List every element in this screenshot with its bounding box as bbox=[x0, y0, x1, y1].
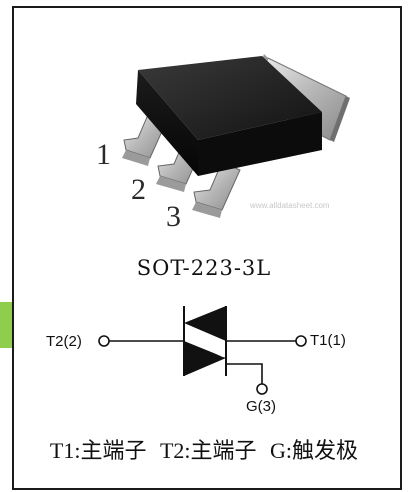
triangle-lower bbox=[184, 341, 226, 376]
t1-label: T1(1) bbox=[310, 332, 346, 349]
watermark: www.alldatasheet.com bbox=[249, 201, 330, 210]
package-body bbox=[136, 56, 322, 176]
legend-t1: T1:主端子 bbox=[49, 438, 147, 463]
package-illustration: www.alldatasheet.com bbox=[122, 54, 350, 218]
triangle-upper bbox=[184, 306, 226, 341]
package-name: SOT-223-3L bbox=[136, 256, 272, 280]
terminal-legend: T1:主端子 T2:主端子 G:触发极 bbox=[0, 433, 408, 465]
pin-1-label: 1 bbox=[96, 138, 111, 171]
legend-t2: T2:主端子 bbox=[159, 438, 257, 463]
triac-symbol bbox=[98, 306, 307, 395]
t2-terminal bbox=[98, 335, 110, 347]
figure-frame bbox=[12, 6, 402, 490]
gate-wire bbox=[226, 363, 263, 384]
side-accent-tab bbox=[0, 302, 12, 348]
t1-terminal bbox=[295, 335, 307, 347]
pin-3-label: 3 bbox=[166, 200, 181, 233]
diagonal-stripe bbox=[185, 336, 225, 358]
legend-g: G:触发极 bbox=[270, 438, 359, 463]
gate-terminal bbox=[256, 383, 268, 395]
t2-label: T2(2) bbox=[46, 333, 82, 350]
gate-label: G(3) bbox=[246, 398, 276, 415]
pin-2-label: 2 bbox=[131, 173, 146, 206]
